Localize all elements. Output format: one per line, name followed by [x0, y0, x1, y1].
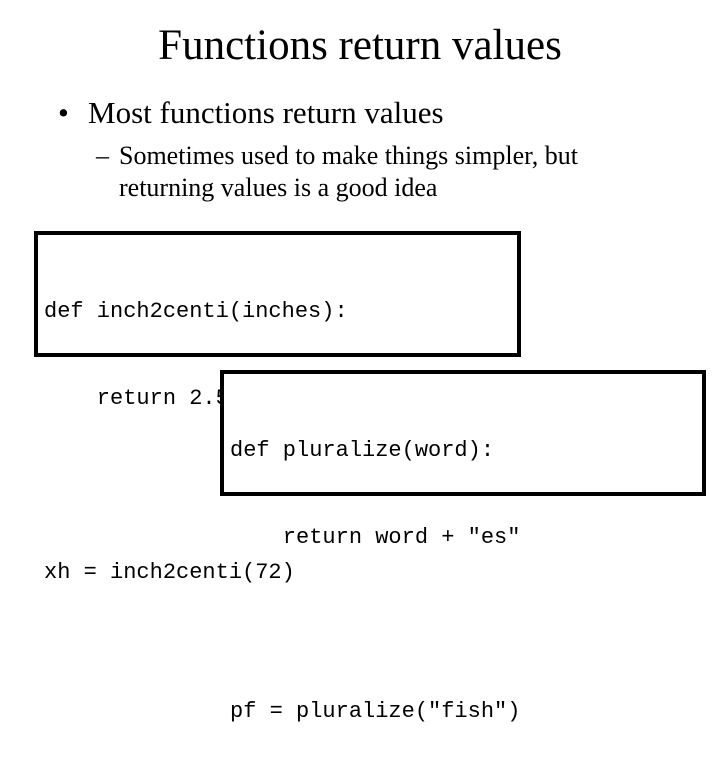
bullet-text: Most functions return values	[88, 95, 444, 130]
bullet-symbol: •	[58, 95, 69, 130]
code-line: return word + "es"	[230, 525, 521, 550]
sub-bullet-text-line-1: Sometimes used to make things simpler, b…	[119, 141, 578, 170]
code-line: def pluralize(word):	[230, 438, 495, 463]
code-example-pluralize: def pluralize(word): return word + "es" …	[220, 370, 706, 724]
bullet-item: • Most functions return values	[58, 93, 444, 133]
code-blank-line	[230, 610, 702, 639]
code-example-inch2centi: def inch2centi(inches): return 2.54*inch…	[34, 231, 521, 585]
code-line: pf = pluralize("fish")	[230, 699, 521, 724]
code-line: xh = inch2centi(72)	[44, 560, 295, 585]
code-line: def inch2centi(inches):	[44, 299, 348, 324]
sub-bullet-text-line-2: returning values is a good idea	[119, 173, 438, 202]
slide-title: Functions return values	[158, 22, 562, 69]
sub-bullet-item: – Sometimes used to make things simpler,…	[96, 140, 578, 204]
sub-bullet-symbol: –	[96, 141, 109, 170]
